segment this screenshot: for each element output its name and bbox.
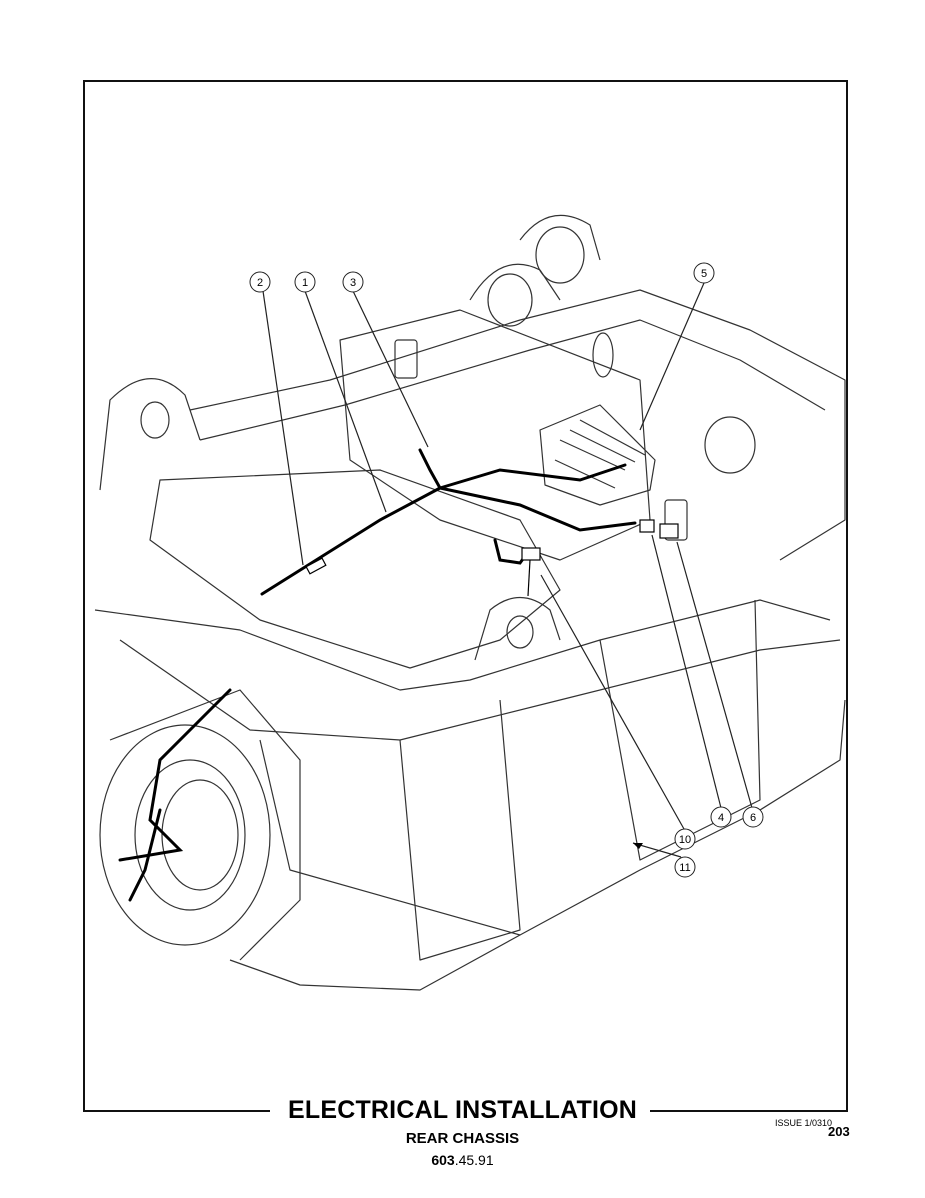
leader-6 [676, 541, 753, 809]
sensor-3 [639, 519, 655, 533]
left-lug-hole [140, 401, 170, 439]
front-frame-bottom [259, 699, 846, 936]
sensor-10-probe [527, 559, 531, 597]
frame-title-gap [270, 1100, 650, 1124]
top-lug-left [469, 263, 561, 301]
part-code-rest: .45.91 [454, 1152, 494, 1168]
callout-4: 3 [342, 271, 364, 293]
harness-branch-5 [438, 463, 627, 490]
svg-text:6: 6 [750, 812, 756, 824]
sensor-6 [659, 523, 679, 539]
axle-flange-bore [161, 779, 239, 891]
valve-sections [554, 419, 646, 489]
front-frame-side [119, 639, 841, 741]
harness-branch-4 [418, 448, 442, 490]
leader-1 [304, 290, 387, 513]
svg-text:4: 4 [718, 812, 724, 824]
callout-5: 5 [693, 262, 715, 284]
leader-2 [262, 290, 304, 566]
right-pivot-hole [704, 416, 756, 474]
top-lug-right-hole [535, 226, 585, 284]
page-subtitle: REAR CHASSIS [405, 1130, 520, 1147]
part-code: 603.45.91 [0, 1152, 925, 1168]
harness-axle-2 [128, 808, 162, 902]
sensor-10-body [521, 547, 541, 561]
valve-block [539, 404, 656, 506]
leader-10 [540, 574, 685, 830]
chassis-top-edge [189, 289, 846, 561]
callout-3: 4 [710, 806, 732, 828]
part-code-bold: 603 [431, 1152, 455, 1168]
svg-text:11: 11 [679, 862, 690, 874]
callout-2: 2 [249, 271, 271, 293]
front-lug-hole [506, 615, 534, 649]
top-lug-left-hole [487, 273, 533, 327]
chassis-base [229, 934, 521, 991]
body-box [399, 699, 521, 961]
arrow-11 [633, 843, 643, 849]
leader-3 [651, 534, 722, 809]
left-lug [99, 378, 201, 491]
issue-label: ISSUE 1/0310 [775, 1118, 833, 1128]
top-lug-right [519, 214, 601, 261]
connector-2 [305, 557, 327, 575]
callout-11: 11 [674, 856, 696, 878]
page-title: ELECTRICAL INSTALLATION [287, 1096, 638, 1124]
harness-axle [118, 688, 232, 862]
rear-plate [339, 309, 651, 561]
centre-opening [149, 469, 561, 669]
leader-5 [639, 282, 705, 431]
upper-plate-bracket [394, 339, 418, 379]
front-lug [474, 597, 561, 661]
callout-10: 10 [674, 828, 696, 850]
callout-6: 6 [742, 806, 764, 828]
svg-text:3: 3 [350, 277, 356, 289]
front-frame-top [94, 599, 831, 691]
side-plate-right [599, 599, 761, 861]
svg-text:2: 2 [257, 277, 263, 289]
svg-text:5: 5 [701, 268, 707, 280]
leader-4 [352, 290, 429, 448]
main-harness [260, 486, 637, 596]
chassis-inner-edge [199, 319, 826, 441]
axle-flange-inner [134, 759, 246, 911]
svg-text:10: 10 [679, 834, 691, 846]
page-number: 203 [828, 1124, 850, 1139]
svg-text:1: 1 [302, 277, 308, 289]
axle-housing [109, 689, 301, 961]
plate-slot [592, 332, 614, 378]
sensor-bracket [664, 499, 688, 541]
axle-flange-outer [99, 724, 271, 946]
callout-1: 1 [294, 271, 316, 293]
